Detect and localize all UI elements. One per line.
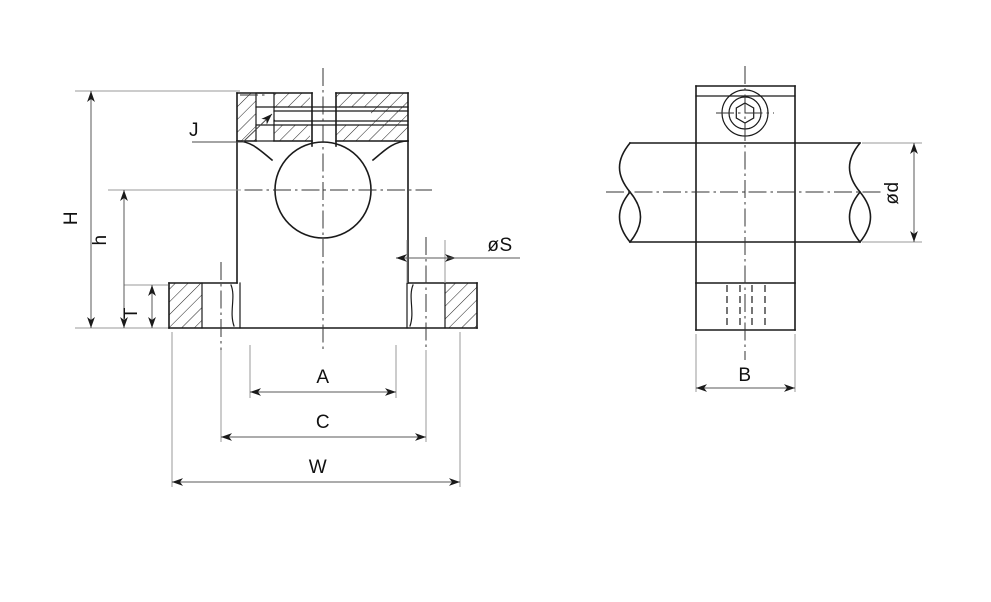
dimension-S-label: øS <box>487 235 512 256</box>
dimension-C-label: C <box>316 412 330 433</box>
side-view-dimensions: ød B <box>695 142 922 392</box>
callout-J: J <box>189 113 273 143</box>
dimension-W-label: W <box>309 457 327 478</box>
dimension-T: T <box>121 285 156 328</box>
dimension-B: B <box>695 334 796 392</box>
dimension-W: W <box>171 332 461 487</box>
dimension-H: H <box>61 91 95 328</box>
front-view <box>168 68 478 352</box>
side-view <box>606 66 884 360</box>
callout-J-label: J <box>189 120 199 141</box>
dimension-S: øS <box>396 235 520 283</box>
dimension-A-label: A <box>316 367 329 388</box>
dimension-B-label: B <box>738 365 751 386</box>
dimension-d: ød <box>862 142 922 243</box>
dimension-C: C <box>220 350 427 442</box>
clamp-screw-bore <box>255 92 409 142</box>
dimension-A: A <box>249 345 397 398</box>
dimension-h: h <box>90 190 128 328</box>
side-view-centerlines <box>606 66 884 360</box>
dimension-d-label: ød <box>882 181 903 204</box>
dimension-H-label: H <box>61 211 82 225</box>
side-view-hidden-holes <box>726 285 766 328</box>
dimension-h-label: h <box>90 234 111 245</box>
front-view-centerlines <box>216 68 432 352</box>
front-view-dimensions: H h T A C W <box>61 90 520 487</box>
dimension-T-label: T <box>121 307 142 319</box>
